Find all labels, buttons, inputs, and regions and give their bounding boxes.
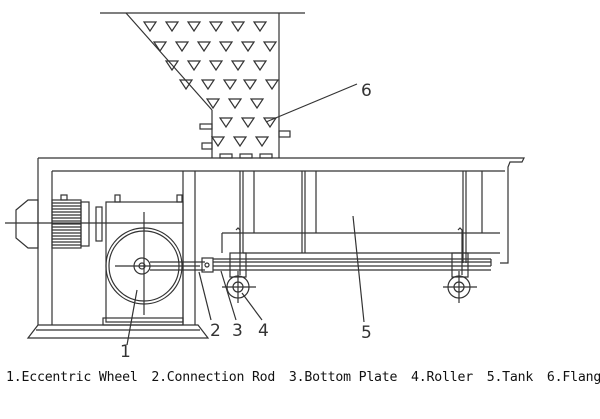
roller-left xyxy=(222,227,256,303)
callout-1: 1 xyxy=(120,342,131,360)
material-triangle xyxy=(262,117,278,129)
hopper-material xyxy=(142,21,280,159)
material-triangle xyxy=(178,79,194,91)
caption-item-3: 3.Bottom Plate xyxy=(288,370,398,385)
feeder-diagram: 1 2 3 4 5 6 xyxy=(5,12,525,360)
material-triangle xyxy=(254,136,270,148)
connection-rod xyxy=(150,257,214,273)
material-triangle xyxy=(164,21,180,33)
caption-item-5: 5.Tank xyxy=(486,370,534,385)
material-triangle xyxy=(208,60,224,72)
callout-5: 5 xyxy=(361,323,372,343)
material-triangle xyxy=(252,60,268,72)
material-triangle xyxy=(230,21,246,33)
roller-right xyxy=(443,227,477,303)
material-triangle xyxy=(230,60,246,72)
material-triangle xyxy=(262,41,278,53)
material-triangle xyxy=(186,21,202,33)
callout-3: 3 xyxy=(232,321,243,341)
caption-item-2: 2.Connection Rod xyxy=(151,370,276,385)
material-triangle xyxy=(264,79,280,91)
callout-6: 6 xyxy=(361,81,372,101)
material-triangle xyxy=(196,41,212,53)
eccentric-wheel xyxy=(102,194,200,326)
material-triangle xyxy=(205,98,221,110)
material-triangle xyxy=(252,21,268,33)
leader-lines xyxy=(126,83,365,346)
caption-item-1: 1.Eccentric Wheel xyxy=(6,370,138,385)
material-triangle xyxy=(249,98,265,110)
material-triangle xyxy=(208,21,224,33)
material-triangle xyxy=(200,79,216,91)
material-triangle xyxy=(242,79,258,91)
callout-2: 2 xyxy=(210,321,221,341)
material-triangle xyxy=(186,60,202,72)
material-triangle xyxy=(240,117,256,129)
hopper xyxy=(100,12,305,159)
material-triangle xyxy=(174,41,190,53)
caption-item-4: 4.Roller xyxy=(411,370,473,385)
material-triangle xyxy=(142,21,158,33)
material-triangle xyxy=(164,60,180,72)
motor xyxy=(5,194,183,249)
material-triangle xyxy=(222,79,238,91)
material-triangle xyxy=(240,41,256,53)
figure-caption: 1.Eccentric Wheel 2.Connection Rod 3.Bot… xyxy=(6,370,600,385)
material-triangle xyxy=(152,41,168,53)
caption-item-6: 6.Flange xyxy=(546,370,600,385)
frame xyxy=(26,157,525,339)
material-triangle xyxy=(218,41,234,53)
material-triangle xyxy=(218,117,234,129)
material-triangle xyxy=(227,98,243,110)
material-triangle xyxy=(232,136,248,148)
material-triangle xyxy=(210,136,226,148)
callout-4: 4 xyxy=(258,321,269,341)
